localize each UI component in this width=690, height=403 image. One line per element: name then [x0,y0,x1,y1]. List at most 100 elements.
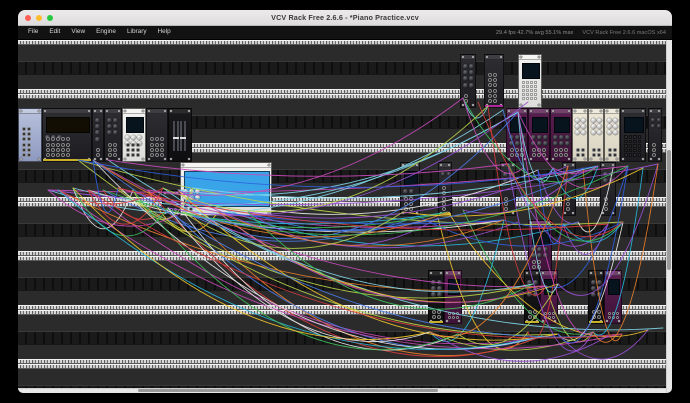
patch-jack[interactable] [135,147,140,152]
module-knob-group[interactable] [531,247,549,259]
module-knob-group[interactable] [553,135,571,147]
module-knob-group[interactable] [531,135,549,147]
module-knob-group[interactable] [441,172,451,177]
module-jack-group[interactable] [531,147,546,157]
knob[interactable] [521,141,527,147]
module-jack-group[interactable] [183,201,193,211]
patch-jack[interactable] [651,147,656,152]
patch-jack[interactable] [487,99,492,103]
patch-jack[interactable] [441,207,446,211]
knob[interactable] [137,135,143,140]
knob[interactable] [183,195,188,201]
pad-button[interactable] [526,93,529,96]
patch-jack[interactable] [130,153,135,157]
module-filter[interactable] [104,108,122,162]
menu-item-library[interactable]: Library [126,28,147,36]
patch-jack[interactable] [451,311,455,315]
pad-button[interactable] [522,81,525,84]
knob[interactable] [607,118,612,123]
pad-button[interactable] [637,148,641,152]
patch-jack[interactable] [456,311,460,315]
module-knob-group[interactable] [431,280,443,298]
patch-jack[interactable] [596,153,601,157]
patch-jack[interactable] [596,315,601,319]
patch-jack[interactable] [66,153,71,157]
knob[interactable] [531,135,536,140]
knob[interactable] [409,189,415,194]
knob[interactable] [533,280,539,285]
patch-jack[interactable] [603,196,608,201]
patch-jack[interactable] [612,153,617,157]
patch-jack[interactable] [403,196,408,201]
knob[interactable] [527,292,532,298]
knob[interactable] [165,200,170,205]
knob[interactable] [113,124,119,130]
patch-jack[interactable] [441,186,446,191]
patch-jack[interactable] [487,93,492,98]
patch-jack[interactable] [61,137,66,142]
knob[interactable] [591,286,596,292]
knob[interactable] [463,82,468,88]
pad-button[interactable] [628,144,632,148]
module-sampler-c[interactable] [550,108,572,162]
patch-jack[interactable] [591,315,596,319]
patch-jack[interactable] [183,201,188,206]
patch-jack[interactable] [541,147,546,152]
module-jack-group[interactable] [607,147,617,157]
patch-jack[interactable] [492,88,497,93]
knob[interactable] [189,189,195,194]
patch-jack[interactable] [575,153,580,157]
knob[interactable] [543,247,549,252]
knob[interactable] [189,195,195,201]
patch-jack[interactable] [553,153,558,157]
patch-jack[interactable] [183,207,188,211]
knob[interactable] [509,172,515,177]
patch-jack[interactable] [451,315,455,319]
module-perc-c-disp[interactable] [604,270,622,324]
module-jack-group[interactable] [531,259,541,269]
module-clock-divider[interactable] [400,162,420,216]
patch-jack[interactable] [149,147,154,152]
module-jack-group[interactable] [543,311,556,319]
knob[interactable] [575,124,580,130]
patch-jack[interactable] [536,259,541,264]
knob[interactable] [515,135,521,140]
patch-jack[interactable] [21,153,26,157]
module-knob-group[interactable] [607,118,619,136]
patch-jack[interactable] [61,153,66,157]
module-utility-left[interactable] [162,190,180,216]
module-jack-group[interactable] [403,196,413,211]
module-jack-group[interactable] [503,196,508,211]
knob[interactable] [531,247,536,252]
horizontal-scrollbar-thumb[interactable] [138,389,438,392]
patch-jack[interactable] [188,207,193,211]
knob[interactable] [469,70,475,76]
patch-jack[interactable] [487,88,492,93]
knob[interactable] [95,136,100,142]
knob[interactable] [95,118,100,123]
pad-button[interactable] [526,81,529,84]
module-jack-group[interactable] [527,309,537,319]
knob[interactable] [553,135,558,140]
patch-jack[interactable] [531,147,536,152]
patch-jack[interactable] [541,153,546,157]
knob[interactable] [431,292,436,298]
pad-button[interactable] [530,81,533,84]
module-knob-group[interactable] [565,172,575,182]
knob[interactable] [581,124,587,130]
menu-item-view[interactable]: View [71,28,86,36]
module-sampler-a[interactable] [506,108,528,162]
knob[interactable] [609,172,615,177]
patch-jack[interactable] [519,147,524,152]
knob[interactable] [95,130,100,136]
module-knob-group[interactable] [463,64,475,88]
menu-item-help[interactable]: Help [157,28,171,36]
pad-button[interactable] [530,85,533,88]
module-scope[interactable] [122,108,146,162]
pad-button[interactable] [534,89,537,92]
module-jack-group[interactable] [441,186,446,211]
patch-jack[interactable] [531,259,536,264]
module-jack-group[interactable] [447,311,460,319]
patch-jack[interactable] [527,309,532,314]
knob[interactable] [195,195,201,201]
